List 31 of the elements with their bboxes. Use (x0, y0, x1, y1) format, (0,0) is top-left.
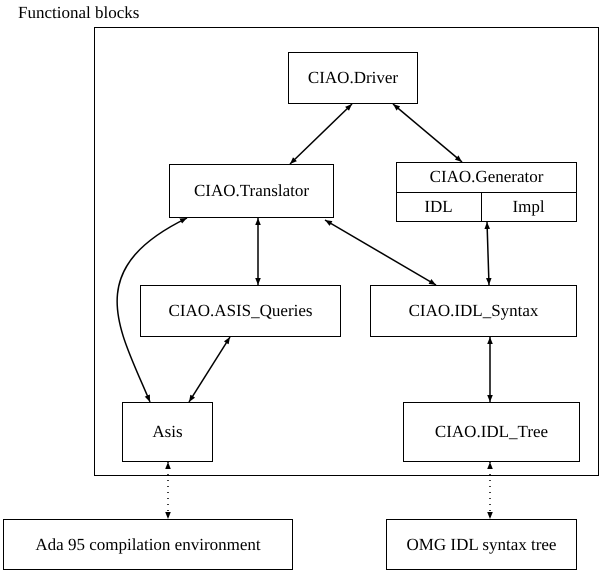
module-name: OMG IDL syntax tree (406, 534, 556, 556)
module-name: IDL (424, 196, 453, 218)
module-box (386, 519, 577, 570)
module-name: CIAO.ASIS_Queries (168, 300, 313, 322)
module-box (122, 402, 213, 462)
module-name: CIAO.Generator (430, 166, 544, 188)
module-box (169, 164, 334, 218)
module-name: Asis (152, 421, 183, 443)
group-heading: Functional blocks (18, 3, 140, 23)
module-box (3, 519, 293, 570)
module-box (370, 285, 577, 337)
double-arrow (484, 222, 492, 286)
dotted-arrow (487, 462, 493, 519)
module-name: CIAO.IDL_Tree (434, 421, 548, 443)
module-box (403, 402, 580, 462)
module-box (140, 285, 341, 337)
module-name: CIAO.IDL_Syntax (408, 300, 538, 322)
double-arrow (392, 103, 462, 163)
module-name: CIAO.Driver (308, 67, 398, 89)
double-arrow (116, 217, 188, 402)
module-name: Ada 95 compilation environment (35, 534, 261, 556)
double-arrow (289, 103, 353, 165)
class-box (396, 162, 577, 222)
module-name: Impl (512, 196, 545, 218)
module-name: CIAO.Translator (194, 180, 310, 202)
double-arrow (324, 219, 436, 286)
module-box (288, 52, 418, 104)
double-arrow (188, 336, 231, 402)
double-arrow (255, 218, 261, 285)
double-arrow (487, 337, 493, 402)
dotted-arrow (165, 462, 171, 519)
